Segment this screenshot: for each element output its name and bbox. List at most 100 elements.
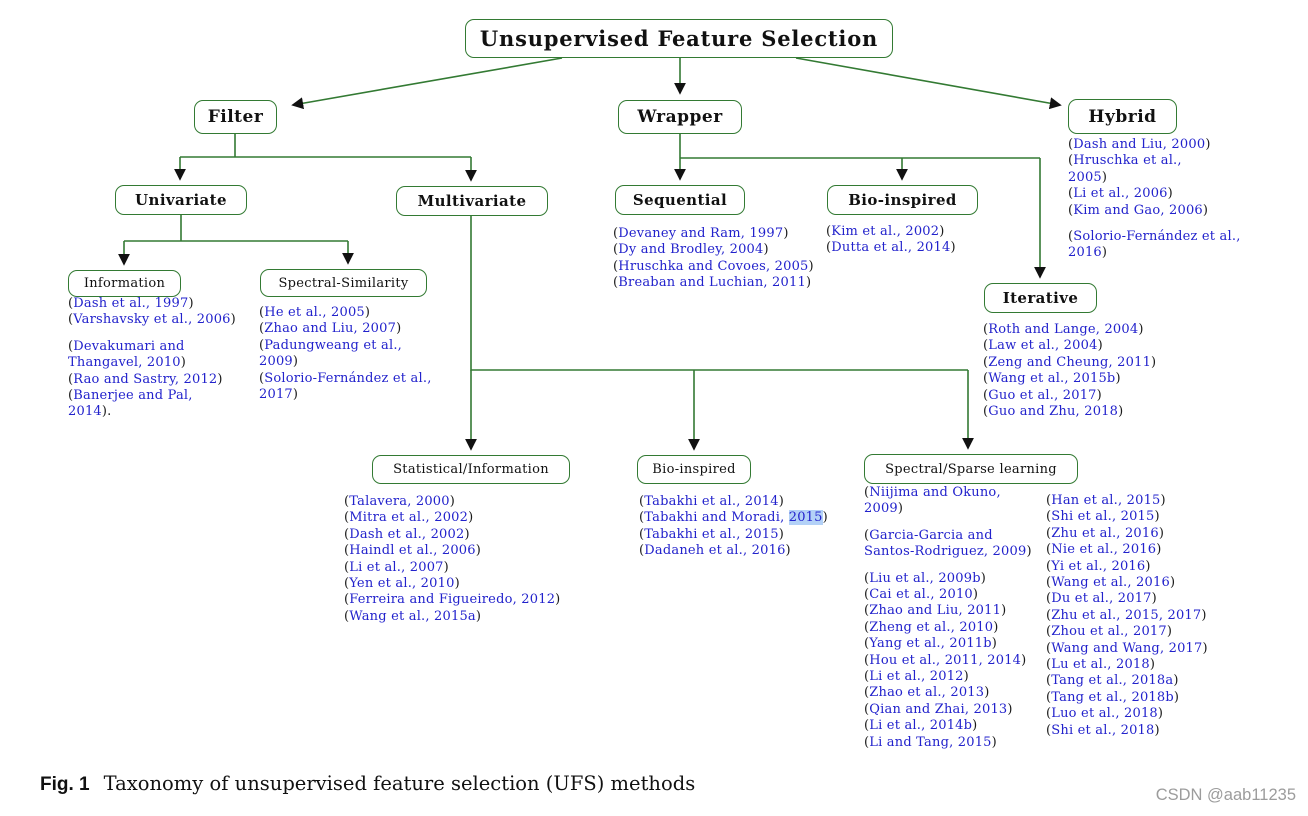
citation-line[interactable]: (Zhao et al., 2013) [864,685,990,701]
citation-gap [1068,219,1241,229]
citation-line[interactable]: (Qian and Zhai, 2013) [864,701,1013,717]
citation-line[interactable]: (Dash et al., 2002) [344,526,470,542]
citation-gap [864,561,1032,571]
citation-line[interactable]: (Tabakhi et al., 2015) [639,526,785,542]
citation-line[interactable]: (Li et al., 2014b) [864,718,978,734]
citation-line[interactable]: (Wang et al., 2016) [1046,575,1176,591]
figure-caption-text: Taxonomy of unsupervised feature selecti… [103,772,696,795]
citation-line[interactable]: (Li et al., 2006) [1068,186,1173,202]
citation-line[interactable]: (Li and Tang, 2015) [864,734,997,750]
citation-line[interactable]: (Law et al., 2004) [983,338,1103,354]
citations-spectral-similarity: (He et al., 2005)(Zhao and Liu, 2007)(Pa… [259,305,432,403]
citation-line[interactable]: (Padungweang et al., [259,337,403,353]
citation-line[interactable]: (Rao and Sastry, 2012) [68,371,223,387]
citation-line[interactable]: (Kim and Gao, 2006) [1068,202,1209,218]
citation-line[interactable]: (Yen et al., 2010) [344,576,460,592]
citation-line[interactable]: (Lu et al., 2018) [1046,657,1156,673]
citation-line[interactable]: (Li et al., 2012) [864,669,969,685]
citation-line[interactable]: (Kim et al., 2002) [826,224,945,239]
citation-line[interactable]: (Cai et al., 2010) [864,587,979,603]
node-sequential: Sequential [615,185,745,215]
citation-line[interactable]: (Dutta et al., 2014) [826,240,956,256]
citation-line[interactable]: 2017) [259,387,299,403]
citation-line[interactable]: (Hruschka and Covoes, 2005) [613,258,814,274]
citation-line[interactable]: (Solorio-Fernández et al., [259,370,432,386]
citations-bio-inspired-wrapper: (Kim et al., 2002)(Dutta et al., 2014) [826,224,956,257]
citation-line[interactable]: (Han et al., 2015) [1046,493,1166,508]
citation-line[interactable]: (Du et al., 2017) [1046,591,1157,607]
citation-line[interactable]: (Wang and Wang, 2017) [1046,640,1208,656]
citation-line[interactable]: 2009) [259,354,299,370]
node-spectral-similarity: Spectral-Similarity [260,269,427,297]
node-bio-inspired-wrapper: Bio-inspired [827,185,978,215]
citation-line[interactable]: (Talavera, 2000) [344,494,456,509]
citation-line[interactable]: (Yang et al., 2011b) [864,636,998,652]
citation-line[interactable]: (Dadaneh et al., 2016) [639,543,791,559]
citation-line[interactable]: (Solorio-Fernández et al., [1068,229,1241,245]
citation-line[interactable]: 2014). [68,404,112,420]
citation-line[interactable]: (Dash and Liu, 2000) [1068,137,1211,152]
citation-line[interactable]: (Hruschka et al., [1068,153,1182,169]
highlighted-year: 2015 [788,510,823,526]
citations-spectral-sparse-col1: (Niijima and Okuno,2009) (Garcia-Garcia a… [864,485,1032,751]
node-wrapper: Wrapper [618,100,742,134]
node-root: Unsupervised Feature Selection [465,19,893,58]
citation-line[interactable]: (Dy and Brodley, 2004) [613,242,769,258]
citations-bio-inspired-multivariate: (Tabakhi et al., 2014)(Tabakhi and Morad… [639,494,828,560]
citation-line[interactable]: 2009) [864,501,904,517]
citation-line[interactable]: (Tabakhi and Moradi, 2015) [639,510,828,526]
node-filter: Filter [194,100,277,134]
citation-line[interactable]: (Zhao and Liu, 2007) [259,321,402,337]
citation-line[interactable]: (Roth and Lange, 2004) [983,322,1144,337]
citation-line[interactable]: 2005) [1068,169,1108,185]
citation-line[interactable]: (Tang et al., 2018a) [1046,673,1179,689]
citation-line[interactable]: (Shi et al., 2018) [1046,722,1160,738]
citation-line[interactable]: (Zhou et al., 2017) [1046,624,1173,640]
citation-line[interactable]: (Mitra et al., 2002) [344,510,474,526]
citation-line[interactable]: (Varshavsky et al., 2006) [68,312,236,328]
citation-line[interactable]: 2016) [1068,245,1108,261]
citation-line[interactable]: (Tang et al., 2018b) [1046,689,1180,705]
citation-line[interactable]: (Zhu et al., 2015, 2017) [1046,607,1207,623]
citation-line[interactable]: (Luo et al., 2018) [1046,706,1164,722]
citation-line[interactable]: (Ferreira and Figueiredo, 2012) [344,592,561,608]
citation-line[interactable]: (Wang et al., 2015b) [983,371,1121,387]
citation-line[interactable]: (Zhu et al., 2016) [1046,525,1165,541]
citation-line[interactable]: Thangavel, 2010) [68,355,187,371]
citation-line[interactable]: (Yi et al., 2016) [1046,558,1151,574]
citations-sequential: (Devaney and Ram, 1997)(Dy and Brodley, … [613,226,814,292]
citation-line[interactable]: (Garcia-Garcia and [864,527,993,543]
citation-line[interactable]: (Tabakhi et al., 2014) [639,494,785,509]
citation-line[interactable]: (Shi et al., 2015) [1046,509,1160,525]
citation-line[interactable]: (Zhao and Liu, 2011) [864,603,1007,619]
citations-statistical-information: (Talavera, 2000)(Mitra et al., 2002)(Das… [344,494,560,625]
citations-iterative: (Roth and Lange, 2004)(Law et al., 2004)… [983,322,1156,420]
citation-line[interactable]: (Zeng and Cheung, 2011) [983,354,1157,370]
citation-line[interactable]: (Nie et al., 2016) [1046,542,1162,558]
citation-line[interactable]: (Zheng et al., 2010) [864,619,999,635]
citation-line[interactable]: (Devaney and Ram, 1997) [613,226,789,241]
citation-line[interactable]: (Guo and Zhu, 2018) [983,404,1124,420]
citation-line[interactable]: Santos-Rodriguez, 2009) [864,544,1032,560]
citation-line[interactable]: (Haindl et al., 2006) [344,543,482,559]
citation-line[interactable]: (He et al., 2005) [259,305,371,320]
citation-line[interactable]: (Liu et al., 2009b) [864,570,987,586]
edge-univariate-rail [124,215,348,242]
citations-information: (Dash et al., 1997)(Varshavsky et al., 2… [68,296,236,421]
citation-line[interactable]: (Niijima and Okuno, [864,485,1001,500]
citation-line[interactable]: (Hou et al., 2011, 2014) [864,652,1027,668]
edge-root-filter [291,57,563,110]
node-statistical-information: Statistical/Information [372,455,570,484]
citation-line[interactable]: (Li et al., 2007) [344,559,449,575]
node-bio-inspired-multivariate: Bio-inspired [637,455,751,484]
watermark: CSDN @aab11235 [1155,786,1296,804]
edge-wrapper-rail [679,134,1040,159]
citation-line[interactable]: (Breaban and Luchian, 2011) [613,275,812,291]
node-information: Information [68,270,181,297]
citation-line[interactable]: (Guo et al., 2017) [983,387,1102,403]
citation-line[interactable]: (Dash et al., 1997) [68,296,194,311]
citation-gap [68,329,236,339]
citation-line[interactable]: (Wang et al., 2015a) [344,608,482,624]
citation-line[interactable]: (Devakumari and [68,338,185,354]
citation-line[interactable]: (Banerjee and Pal, [68,388,193,404]
